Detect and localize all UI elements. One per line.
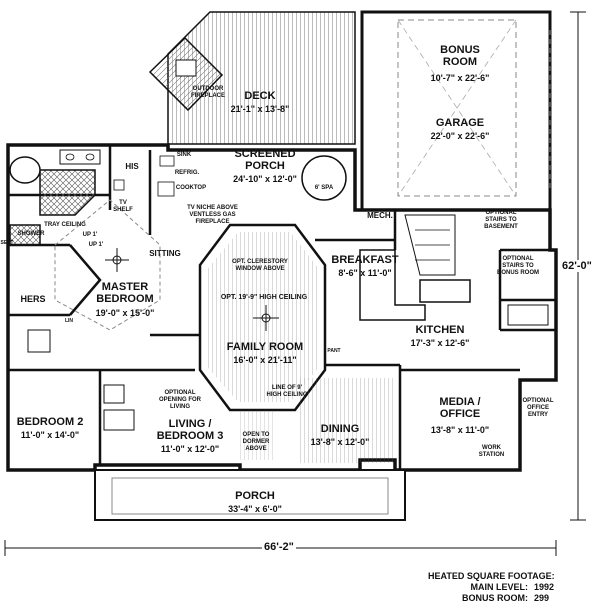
bonus-room-dims: 10'-7" x 22'-6" xyxy=(430,73,490,83)
bedroom-2-name: BEDROOM 2 xyxy=(16,416,84,428)
high-ceiling-label: OPT. 19'-9" HIGH CEILING xyxy=(220,294,308,301)
dining-name: DINING xyxy=(320,423,360,435)
cooktop-label: COOKTOP xyxy=(175,185,207,191)
deck-dims: 21'-1" x 13'-8" xyxy=(230,104,290,114)
overall-width-dimension: 66'-2" xyxy=(262,541,296,553)
tv-shelf-label: TV SHELF xyxy=(113,200,133,213)
bath-2 xyxy=(27,329,135,431)
family-room-name: FAMILY ROOM xyxy=(226,341,304,353)
master-bath xyxy=(9,149,125,246)
kitchen-name: KITCHEN xyxy=(415,324,465,336)
media-office-name: MEDIA / OFFICE xyxy=(439,396,481,420)
master-bedroom-name: MASTER BEDROOM xyxy=(96,281,154,305)
optional-opening-label: OPTIONAL OPENING FOR LIVING xyxy=(158,390,201,410)
breakfast-dims: 8'-6" x 11'-0" xyxy=(338,268,392,278)
open-to-dormer-label: OPEN TO DORMER ABOVE xyxy=(242,432,270,452)
porch xyxy=(94,469,406,521)
spa-label: 6' SPA xyxy=(314,185,334,191)
main-level-row: MAIN LEVEL: 1992 xyxy=(428,582,598,593)
tray-ceiling-label: TRAY CEILING xyxy=(44,222,86,228)
master-bedroom-dims: 19'-0" x 15'-0" xyxy=(95,308,155,318)
dining-details xyxy=(240,378,395,463)
square-footage-table: HEATED SQUARE FOOTAGE: MAIN LEVEL: 1992 … xyxy=(428,571,598,604)
family-room-dims: 16'-0" x 21'-11" xyxy=(233,355,297,365)
sink-label: SINK xyxy=(176,152,192,158)
linen-label: LIN xyxy=(64,318,74,324)
up-label-2: UP 1' xyxy=(88,242,104,248)
refrig-label: REFRIG. xyxy=(174,170,200,176)
sitting-label: SITTING xyxy=(149,249,181,258)
screened-porch-details xyxy=(157,155,347,201)
tray-ceiling xyxy=(54,199,161,331)
kitchen-details xyxy=(359,214,549,326)
garage-name: GARAGE xyxy=(435,117,485,129)
line-of-ceiling-label: LINE OF 9' HIGH CEILING xyxy=(266,385,308,398)
seat-label: SEAT xyxy=(0,240,14,246)
hers-label: HERS xyxy=(20,294,46,304)
shower-label: SHOWER xyxy=(17,231,45,237)
pantry-label: PANT xyxy=(327,348,341,354)
optional-stairs-bonus-label: OPTIONAL STAIRS TO BONUS ROOM xyxy=(497,256,539,276)
media-office-dims: 13'-8" x 11'-0" xyxy=(430,425,490,435)
bonus-room-label: BONUS ROOM: xyxy=(462,593,528,603)
tv-niche-label: TV NICHE ABOVE VENTLESS GAS FIREPLACE xyxy=(187,205,238,225)
his-label: HIS xyxy=(125,162,139,171)
bedroom-2-dims: 11'-0" x 14'-0" xyxy=(20,430,80,440)
porch-name: PORCH xyxy=(235,490,275,502)
optional-office-entry-label: OPTIONAL OFFICE ENTRY xyxy=(522,398,554,418)
bonus-room-row: BONUS ROOM: 299 xyxy=(428,593,598,604)
overall-depth-dimension: 62'-0" xyxy=(560,260,594,272)
mech-label: MECH. xyxy=(367,211,393,220)
outdoor-fireplace-label: OUTDOOR FIREPLACE xyxy=(190,86,225,99)
work-station-label: WORK STATION xyxy=(478,445,505,458)
living-dims: 11'-0" x 12'-0" xyxy=(160,444,220,454)
dining-dims: 13'-8" x 12'-0" xyxy=(310,437,370,447)
clerestory-label: OPT. CLERESTORY WINDOW ABOVE xyxy=(232,259,288,272)
main-level-value: 1992 xyxy=(534,582,555,592)
kitchen-dims: 17'-3" x 12'-6" xyxy=(410,338,470,348)
family-room-details xyxy=(208,232,318,402)
screened-porch-dims: 24'-10" x 12'-0" xyxy=(233,174,297,184)
garage-area xyxy=(360,10,552,212)
main-level-label: MAIN LEVEL: xyxy=(470,582,529,592)
breakfast-name: BREAKFAST xyxy=(331,254,399,266)
bonus-room-value: 299 xyxy=(534,593,550,603)
garage-dims: 22'-0" x 22'-6" xyxy=(430,131,490,141)
deck-name: DECK xyxy=(244,90,276,102)
bonus-room-name: BONUS ROOM xyxy=(440,44,480,68)
deck-area xyxy=(148,11,356,145)
optional-stairs-basement-label: OPTIONAL STAIRS TO BASEMENT xyxy=(484,210,518,230)
up-label: UP 1' xyxy=(82,232,98,238)
living-name: LIVING / BEDROOM 3 xyxy=(156,418,224,442)
screened-porch-name: SCREENED PORCH xyxy=(234,148,296,172)
porch-dims: 33'-4" x 6'-0" xyxy=(228,504,282,514)
square-footage-heading: HEATED SQUARE FOOTAGE: xyxy=(428,571,555,581)
